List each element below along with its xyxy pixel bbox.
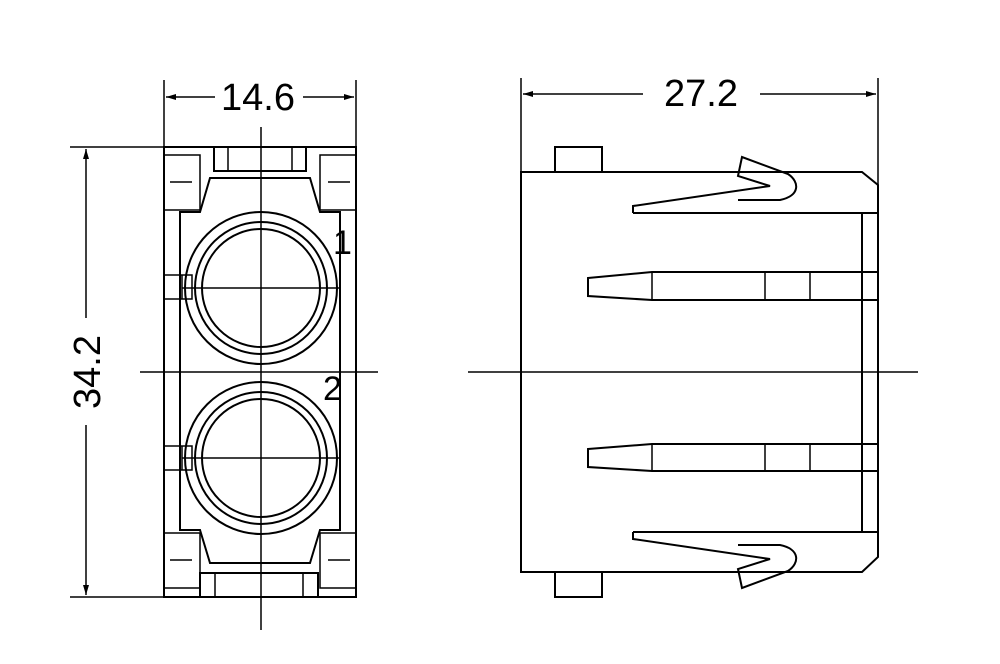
length-dimension: 27.2 (520, 73, 879, 185)
inner-cavity (179, 177, 341, 564)
bottom-tab (199, 572, 319, 598)
side-body-outline (520, 171, 879, 573)
height-dimension-label: 34.2 (67, 335, 109, 409)
front-view: 14.6 34.2 (67, 77, 378, 630)
top-latch-arm (632, 155, 878, 214)
width-dimension: 14.6 (163, 77, 357, 155)
side-view: 27.2 (468, 73, 918, 598)
top-tab (213, 146, 307, 172)
side-top-tab (554, 146, 603, 173)
width-dimension-label: 14.6 (221, 77, 295, 119)
height-dimension: 34.2 (67, 146, 205, 598)
length-dimension-label: 27.2 (664, 73, 738, 115)
bottom-latch-arm (632, 531, 878, 590)
front-center-lines (140, 127, 378, 630)
corner-latches (163, 154, 357, 589)
pin-label-1: 1 (333, 224, 352, 262)
side-bottom-tab (554, 571, 603, 598)
upper-contact (587, 271, 879, 301)
lower-contact (587, 443, 879, 472)
pin-label-2: 2 (323, 370, 342, 408)
